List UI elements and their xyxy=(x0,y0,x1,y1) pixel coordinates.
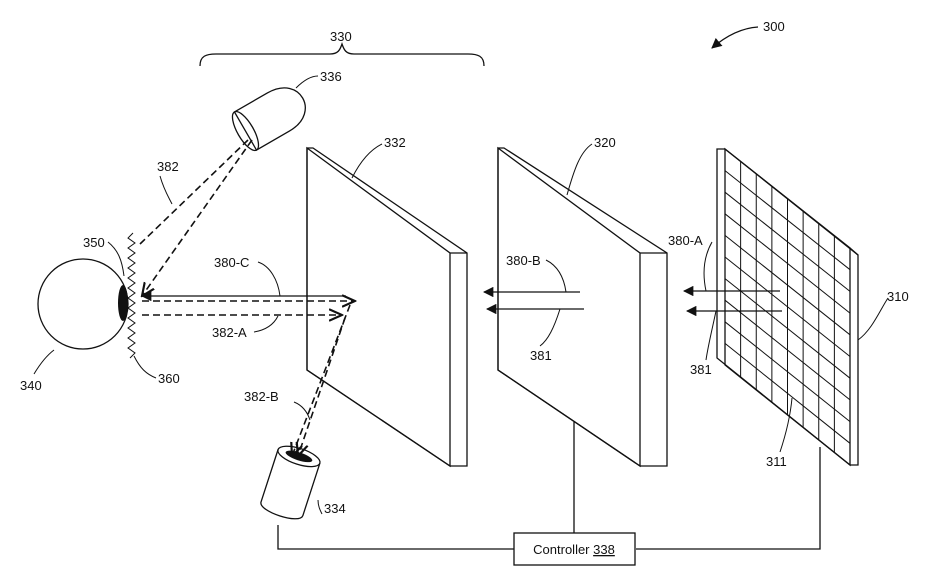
grid-line xyxy=(724,191,851,292)
grid-line xyxy=(724,235,851,336)
leader-360 xyxy=(133,355,157,379)
leader-382a xyxy=(253,315,279,333)
label-360: 360 xyxy=(158,371,180,386)
label-336: 336 xyxy=(320,69,342,84)
label-332: 332 xyxy=(384,135,406,150)
ray-382-lower xyxy=(142,139,253,296)
leader-350 xyxy=(107,241,125,277)
leader-380b xyxy=(545,259,567,293)
label-300: 300 xyxy=(763,19,785,34)
grid-line xyxy=(724,299,851,401)
label-340: 340 xyxy=(20,378,42,393)
label-311: 311 xyxy=(766,454,787,469)
grid-line xyxy=(724,213,851,314)
lens-332 xyxy=(306,146,468,468)
leader-310 xyxy=(857,297,889,341)
label-380-a: 380-A xyxy=(668,233,703,248)
leader-380c xyxy=(257,261,281,297)
ray-382-upper xyxy=(139,139,249,245)
label-381-mid: 381 xyxy=(530,348,552,363)
label-382-a: 382-A xyxy=(212,325,247,340)
leader-381-right xyxy=(705,310,717,361)
grid-line xyxy=(724,256,851,357)
label-350: 350 xyxy=(83,235,105,250)
controller-box xyxy=(513,532,636,566)
leader-320 xyxy=(566,143,593,196)
wire-display xyxy=(636,447,821,550)
label-310: 310 xyxy=(887,289,909,304)
leader-311 xyxy=(779,397,793,453)
camera-334 xyxy=(260,445,321,520)
label-334: 334 xyxy=(324,501,346,516)
grid-line xyxy=(724,321,851,422)
label-330: 330 xyxy=(330,29,352,44)
figure-pointer-arrow xyxy=(711,26,759,49)
label-320: 320 xyxy=(594,135,616,150)
grid-line xyxy=(724,170,851,271)
eye-340 xyxy=(37,258,129,350)
controller-label: Controller 338 xyxy=(533,542,615,557)
leader-382 xyxy=(159,175,173,205)
ray-382-b-2 xyxy=(298,317,346,456)
leader-380a xyxy=(703,241,713,292)
leader-340 xyxy=(33,349,55,375)
grid-line xyxy=(724,343,851,444)
leader-334 xyxy=(317,499,323,515)
group-bracket xyxy=(199,41,485,67)
ray-382-b-1 xyxy=(292,304,351,456)
leader-332 xyxy=(351,143,383,179)
leader-336 xyxy=(295,75,319,89)
leader-382b xyxy=(293,401,311,421)
label-380-c: 380-C xyxy=(214,255,249,270)
eyepiece-360 xyxy=(127,232,136,359)
leader-381-mid xyxy=(539,308,561,347)
label-382: 382 xyxy=(157,159,179,174)
grid-line xyxy=(724,278,851,379)
display-panel-310 xyxy=(716,147,859,467)
label-382-b: 382-B xyxy=(244,389,279,404)
light-source-336 xyxy=(231,87,306,152)
label-380-b: 380-B xyxy=(506,253,541,268)
label-381-right: 381 xyxy=(690,362,712,377)
panel-320 xyxy=(497,146,668,468)
wire-camera xyxy=(277,525,514,550)
